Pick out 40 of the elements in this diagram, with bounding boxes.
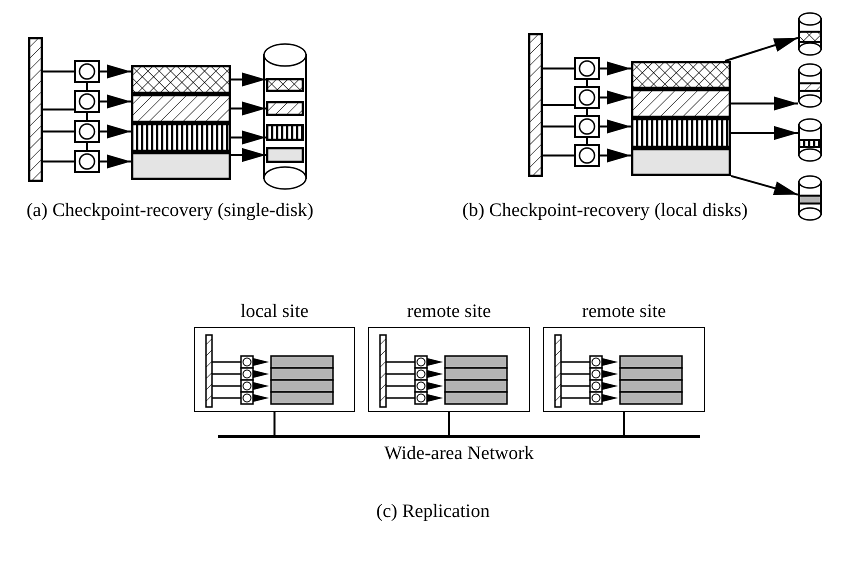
arrow bbox=[100, 94, 131, 108]
connector-line bbox=[586, 80, 588, 86]
arrow bbox=[100, 154, 131, 168]
connector-line bbox=[274, 412, 276, 435]
arrow bbox=[600, 120, 631, 134]
arrow bbox=[600, 90, 631, 104]
connector-line bbox=[623, 412, 625, 435]
connector-line bbox=[543, 68, 574, 70]
connector-line bbox=[43, 130, 74, 132]
arrow bbox=[730, 175, 798, 196]
connector-line bbox=[543, 154, 574, 156]
network-label: Wide-area Network bbox=[383, 443, 535, 465]
connector-line bbox=[543, 126, 574, 128]
site-heading: remote site bbox=[406, 301, 492, 323]
arrow bbox=[600, 148, 631, 162]
connector-line bbox=[43, 108, 74, 110]
connector-line bbox=[543, 104, 574, 106]
arrow bbox=[724, 36, 798, 62]
figure-caption: (a) Checkpoint-recovery (single-disk) bbox=[25, 199, 314, 223]
site-heading: local site bbox=[239, 301, 310, 323]
connector-line bbox=[586, 109, 588, 115]
arrow bbox=[100, 64, 131, 78]
arrow bbox=[231, 148, 266, 162]
connector-line bbox=[43, 160, 74, 162]
connector-line bbox=[86, 143, 88, 150]
arrow bbox=[731, 126, 798, 140]
figure-caption: (c) Replication bbox=[375, 500, 491, 524]
arrow bbox=[231, 72, 266, 86]
figure-caption: (b) Checkpoint-recovery (local disks) bbox=[461, 199, 749, 223]
site-heading: remote site bbox=[581, 301, 667, 323]
arrow bbox=[231, 130, 266, 144]
connector-line bbox=[43, 70, 74, 72]
connector-line bbox=[86, 83, 88, 90]
arrow bbox=[600, 62, 631, 76]
connector-line bbox=[586, 138, 588, 144]
arrow bbox=[100, 124, 131, 138]
arrow bbox=[231, 102, 266, 116]
connector-line bbox=[86, 113, 88, 120]
arrow bbox=[731, 96, 798, 110]
connector-line bbox=[448, 412, 450, 435]
